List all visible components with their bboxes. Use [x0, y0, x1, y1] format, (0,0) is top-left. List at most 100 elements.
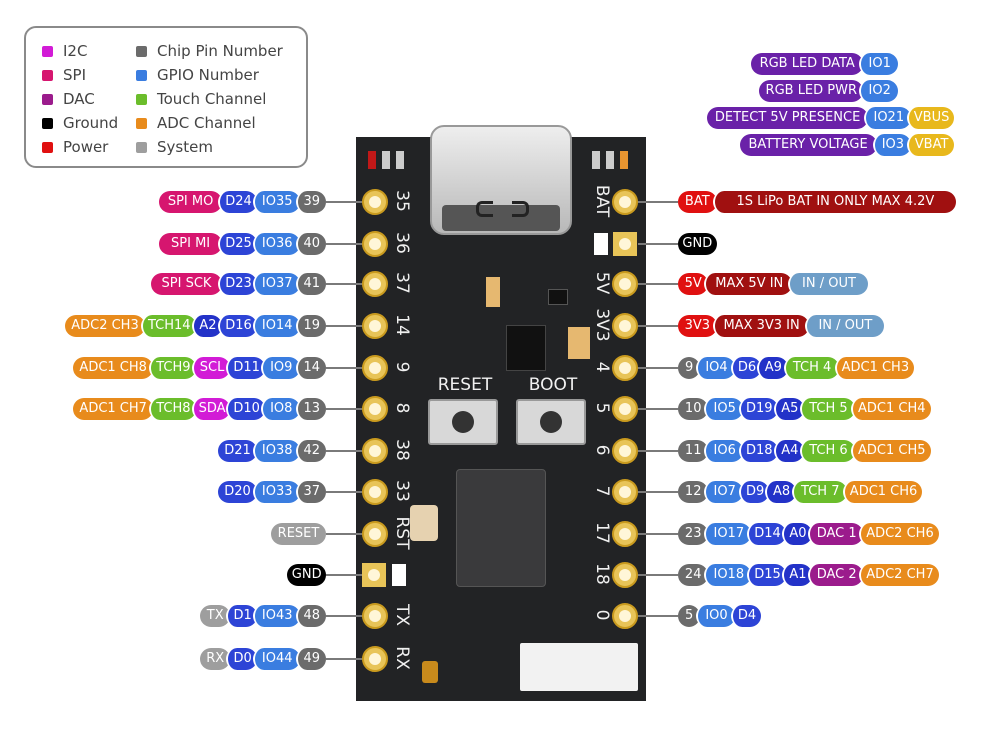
pill-40: 40 — [295, 233, 326, 255]
pin-pad — [612, 479, 638, 505]
reset-label: RESET — [437, 375, 493, 395]
rgb-led — [422, 661, 438, 683]
pin-pad — [612, 603, 638, 629]
pill-in-out: IN / OUT — [804, 315, 885, 337]
pill-io7: IO7 — [704, 481, 743, 503]
pill-io44: IO44 — [252, 648, 300, 670]
pill-d23: D23 — [218, 273, 257, 295]
pin-leader-line — [638, 615, 678, 617]
pin-leader-line — [638, 491, 678, 493]
pill-39: 39 — [295, 191, 326, 213]
pill-adc1-ch5: ADC1 CH5 — [850, 440, 931, 462]
pill-a5: A5 — [773, 398, 804, 420]
pill-io4: IO4 — [696, 357, 735, 379]
legend-item-power: Power — [42, 138, 108, 156]
pin-pad — [362, 438, 388, 464]
legend-label: Touch Channel — [157, 90, 267, 108]
pill-tch14: TCH14 — [140, 315, 196, 337]
reset-button[interactable] — [428, 399, 498, 445]
pill-io1: IO1 — [859, 53, 898, 75]
pill-42: 42 — [295, 440, 326, 462]
pin-pad — [362, 231, 388, 257]
pill-5: 5 — [678, 605, 701, 627]
pill-d20: D20 — [218, 481, 257, 503]
boot-label: BOOT — [528, 375, 578, 395]
legend-swatch — [42, 93, 53, 105]
capacitor — [486, 277, 500, 307]
silk-label-left: RX — [392, 646, 412, 670]
pill-d18: D18 — [738, 440, 778, 462]
pin-leader-line — [326, 201, 362, 203]
pill-d21: D21 — [218, 440, 257, 462]
pill-spi-mi: SPI MI — [159, 233, 223, 255]
pin-leader-line — [638, 574, 678, 576]
pill-io6: IO6 — [704, 440, 743, 462]
pill-io2: IO2 — [859, 80, 898, 102]
pill-23: 23 — [678, 523, 709, 545]
pill-adc1-ch4: ADC1 CH4 — [850, 398, 931, 420]
pill-io14: IO14 — [252, 315, 300, 337]
pill-adc1-ch6: ADC1 CH6 — [842, 481, 923, 503]
legend-label: SPI — [63, 66, 86, 84]
pill-gnd: GND — [287, 564, 326, 586]
pin-leader-line — [326, 367, 362, 369]
pill-24: 24 — [678, 564, 709, 586]
silk-label-right: 4 — [592, 361, 612, 373]
pin-leader-line — [638, 325, 678, 327]
pill-d11: D11 — [226, 357, 265, 379]
transistor — [548, 289, 568, 305]
pill-tch-6: TCH 6 — [799, 440, 855, 462]
pill-io38: IO38 — [252, 440, 300, 462]
silk-label-left: 37 — [392, 272, 412, 294]
pin-pad — [362, 479, 388, 505]
pin-label-row: GND — [678, 233, 717, 255]
pill-d6: D6 — [730, 357, 762, 379]
pin-label-row: RESET — [271, 523, 326, 545]
capacitor — [568, 327, 590, 359]
pill-rgb-led-pwr: RGB LED PWR — [759, 80, 864, 102]
legend-label: Chip Pin Number — [157, 42, 283, 60]
ground-pad — [613, 232, 637, 256]
pill-11: 11 — [678, 440, 709, 462]
pin-pad — [612, 355, 638, 381]
legend-swatch — [136, 141, 147, 153]
legend-item-system: System — [136, 138, 213, 156]
silk-label-right: 5V — [592, 271, 612, 295]
pin-pad — [362, 355, 388, 381]
legend-label: System — [157, 138, 213, 156]
legend-item-touch-channel: Touch Channel — [136, 90, 266, 108]
pin-leader-line — [638, 201, 678, 203]
pill-gnd: GND — [678, 233, 717, 255]
pill-12: 12 — [678, 481, 709, 503]
pin-leader-line — [326, 450, 362, 452]
pill-d1: D1 — [226, 605, 257, 627]
legend-label: GPIO Number — [157, 66, 259, 84]
pill-a2: A2 — [191, 315, 223, 337]
boot-button[interactable] — [516, 399, 586, 445]
pin-pad — [612, 396, 638, 422]
pin-leader-line — [326, 533, 362, 535]
pill-48: 48 — [295, 605, 326, 627]
pill-tch-7: TCH 7 — [791, 481, 847, 503]
pill-tch-5: TCH 5 — [799, 398, 855, 420]
pill-scl: SCL — [191, 357, 231, 379]
pill-spi-sck: SPI SCK — [150, 273, 223, 295]
legend-swatch — [42, 117, 53, 129]
legend-item-adc-channel: ADC Channel — [136, 114, 256, 132]
silk-label-right: 18 — [592, 563, 612, 585]
pin-leader-line — [638, 283, 678, 285]
pill-reset: RESET — [271, 523, 326, 545]
pill-in-out: IN / OUT — [788, 273, 868, 295]
pill-adc1-ch7: ADC1 CH7 — [73, 398, 153, 420]
